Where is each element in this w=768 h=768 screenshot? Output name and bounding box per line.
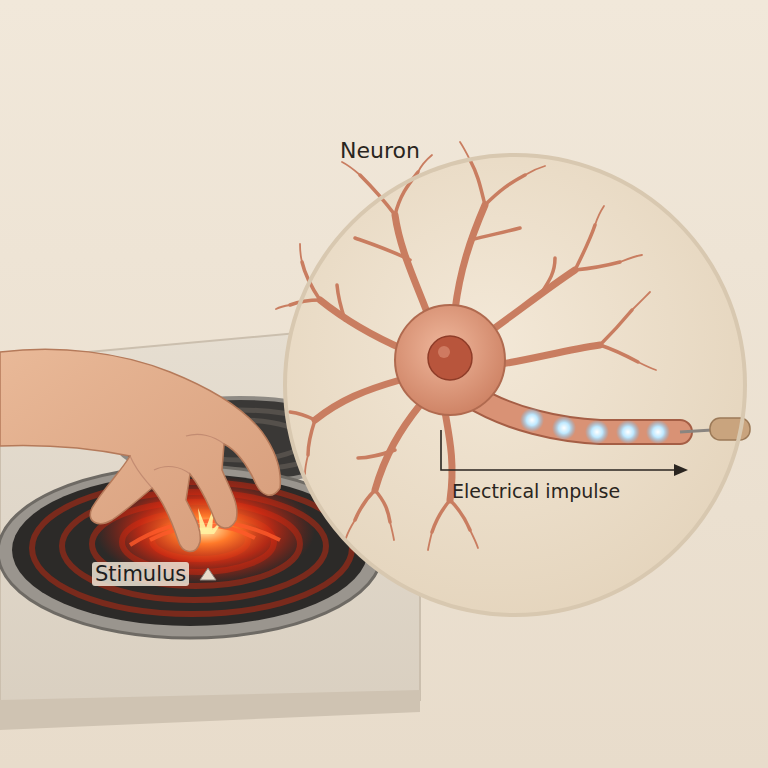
inset-circle: NeuronElectrical impulse [280, 128, 750, 620]
stimulus-label: Stimulus [92, 562, 189, 586]
inset-heading: Neuron [340, 138, 420, 163]
circle-border [285, 155, 745, 615]
circle-outline [280, 128, 750, 620]
impulse-label: Electrical impulse [452, 480, 620, 502]
